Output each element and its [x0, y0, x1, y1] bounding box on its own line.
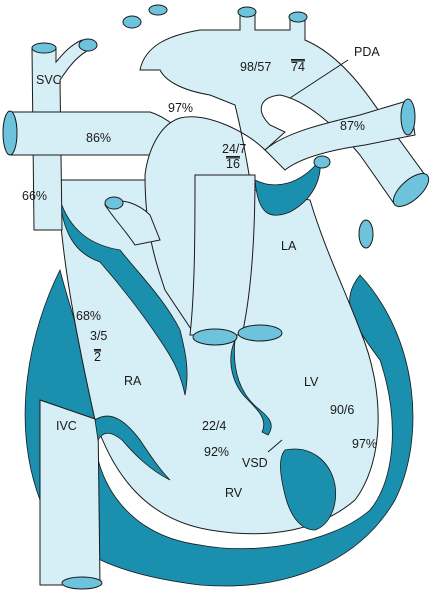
- rpa-sat-label: 86%: [86, 131, 111, 145]
- vsd-label: VSD: [242, 456, 268, 470]
- pa-mean-label: 16: [226, 157, 240, 171]
- septum-lower: [280, 448, 337, 531]
- ivc-opening: [61, 576, 103, 590]
- aorta-mean-label: 74: [291, 60, 305, 74]
- rv-label: RV: [225, 486, 243, 500]
- aortic-valve: [237, 324, 283, 342]
- la-label: LA: [281, 239, 297, 253]
- ra-mean-label: 2: [94, 350, 101, 364]
- carotid-opening: [148, 4, 168, 16]
- pulmonary-valve: [192, 328, 238, 346]
- vsd-leader: [267, 439, 283, 453]
- lv-label: LV: [304, 375, 319, 389]
- pda-leader: [289, 59, 349, 99]
- rv-pressure-label: 22/4: [202, 419, 226, 433]
- rpv-opening: [104, 196, 124, 210]
- svc-opening: [31, 42, 57, 54]
- lv-pressure-label: 90/6: [330, 403, 354, 417]
- ra-label: RA: [124, 374, 142, 388]
- aorta-sat-label: 97%: [168, 101, 193, 115]
- descending-aorta-opening: [392, 173, 430, 207]
- brachiocephalic-opening: [122, 15, 142, 29]
- lv-sat-label: 97%: [352, 437, 377, 451]
- pda-label: PDA: [354, 45, 380, 59]
- ra-sat-label: 68%: [76, 309, 101, 323]
- svc-sat-label: 66%: [22, 189, 47, 203]
- lpa-opening: [400, 98, 416, 136]
- subclavian-opening: [288, 11, 308, 23]
- lpa-sat-label: 87%: [340, 119, 365, 133]
- ventricular-septum: [230, 339, 272, 436]
- la-wall: [254, 158, 321, 216]
- aorta-pressure-label: 98/57: [240, 60, 271, 74]
- pa-pressure-label: 24/7: [222, 142, 246, 156]
- ra-wall: [59, 199, 188, 396]
- ivc-label: IVC: [56, 419, 77, 433]
- pulmonary-trunk: [189, 174, 256, 336]
- lpv-opening: [313, 155, 331, 169]
- rpa-opening: [2, 110, 18, 156]
- lpv2-opening: [358, 219, 374, 249]
- rv-sat-label: 92%: [204, 445, 229, 459]
- left-carotid-opening: [237, 6, 257, 18]
- ivc-valve-flap: [94, 415, 171, 481]
- svc-label: SVC: [36, 73, 62, 87]
- svc-branch-opening: [78, 38, 98, 52]
- ra-pressure-label: 3/5: [90, 329, 107, 343]
